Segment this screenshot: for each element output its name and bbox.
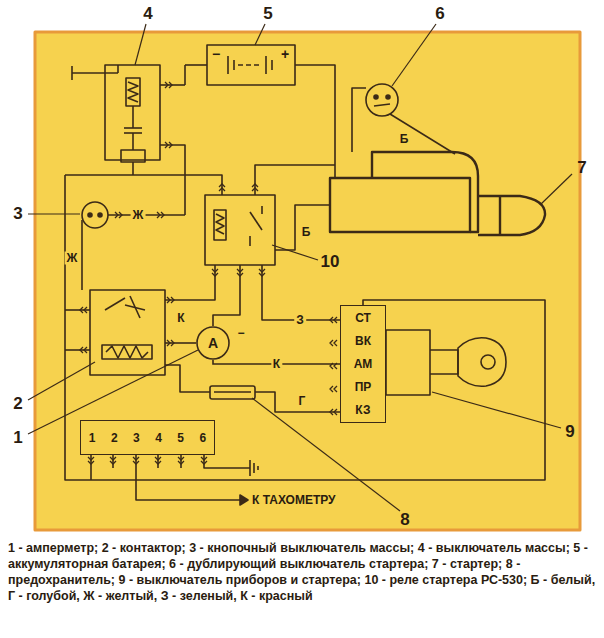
mass-switch xyxy=(105,65,160,175)
chevron-mark xyxy=(237,269,243,276)
contactor xyxy=(90,290,165,375)
wire-color-label: − xyxy=(235,327,246,340)
chevron-mark xyxy=(133,457,139,464)
ammeter-circle: А xyxy=(196,326,230,360)
wire-color-label: Ж xyxy=(131,209,146,222)
signal-label: К ТАХОМЕТРУ xyxy=(252,493,336,507)
switch-terminal-block: СТ ВК АМ ПР КЗ xyxy=(340,305,386,423)
fuse xyxy=(210,386,255,399)
chevron-mark xyxy=(167,297,174,303)
duplicating-switch xyxy=(352,84,455,154)
terminal-label: ПР xyxy=(355,380,372,394)
ground-symbol xyxy=(72,65,118,80)
terminal-label: АМ xyxy=(354,357,373,371)
leader-lines xyxy=(28,24,572,511)
terminal-label: 2 xyxy=(111,431,118,445)
chevron-mark xyxy=(219,184,225,191)
meter-letter: А xyxy=(208,336,218,350)
callout-number: 4 xyxy=(143,4,152,24)
wire-color-label: Г xyxy=(297,395,308,408)
callout-number: 8 xyxy=(400,510,409,530)
chevron-mark xyxy=(330,386,337,392)
chevron-mark xyxy=(201,457,207,464)
chevron-mark xyxy=(167,340,174,346)
battery-symbol xyxy=(160,45,335,178)
ignition-key xyxy=(386,330,506,395)
chevron-mark xyxy=(330,340,337,346)
callout-number: 5 xyxy=(263,4,272,24)
wire-color-label: Б xyxy=(398,133,411,146)
chevron-mark xyxy=(178,457,184,464)
button-mass-switch xyxy=(82,145,185,290)
callout-number: 2 xyxy=(13,394,22,414)
terminal-label: 4 xyxy=(155,431,162,445)
callout-number: 9 xyxy=(565,422,574,442)
terminal-label: СТ xyxy=(355,311,371,325)
wire-color-label: К xyxy=(175,312,186,325)
wire-color-label: Б xyxy=(300,226,313,239)
terminal-label: 1 xyxy=(89,431,96,445)
chevron-mark xyxy=(157,212,164,218)
chevron-mark xyxy=(88,457,94,464)
connector-block: 1 2 3 4 5 6 xyxy=(80,420,215,455)
chevron-mark xyxy=(259,269,265,276)
callout-number: 3 xyxy=(13,204,22,224)
polarity-sign: + xyxy=(281,46,289,62)
callout-number: 10 xyxy=(321,252,340,272)
wire-color-label: Ж xyxy=(65,252,80,265)
terminal-label: 5 xyxy=(177,431,184,445)
chevron-mark xyxy=(165,82,172,88)
terminal-label: КЗ xyxy=(355,403,370,417)
chevron-mark xyxy=(110,457,116,464)
starter xyxy=(330,152,545,235)
wire-color-label: К xyxy=(271,357,282,370)
chevron-mark xyxy=(155,457,161,464)
chevron-mark xyxy=(330,317,337,323)
connector-chevrons xyxy=(80,82,337,464)
wires xyxy=(65,165,545,505)
callout-number: 1 xyxy=(13,428,22,448)
background-panel xyxy=(35,32,580,530)
starter-relay xyxy=(205,195,275,265)
chevron-mark xyxy=(165,142,172,148)
callout-number: 7 xyxy=(577,158,586,178)
terminal-label: ВК xyxy=(355,334,371,348)
chevron-mark xyxy=(80,347,87,353)
figure-caption: 1 - амперметр; 2 - контактор; 3 - кнопоч… xyxy=(8,540,596,604)
polarity-sign: − xyxy=(212,46,220,62)
terminal-label: 3 xyxy=(133,431,140,445)
chevron-mark xyxy=(252,184,258,191)
callout-number: 6 xyxy=(435,4,444,24)
chevron-mark xyxy=(80,307,87,313)
wire-color-label: З xyxy=(294,314,306,327)
terminal-label: 6 xyxy=(200,431,207,445)
chevron-mark xyxy=(330,409,337,415)
chevron-mark xyxy=(115,212,122,218)
chevron-mark xyxy=(212,269,218,276)
ammeter-outline xyxy=(197,327,229,359)
